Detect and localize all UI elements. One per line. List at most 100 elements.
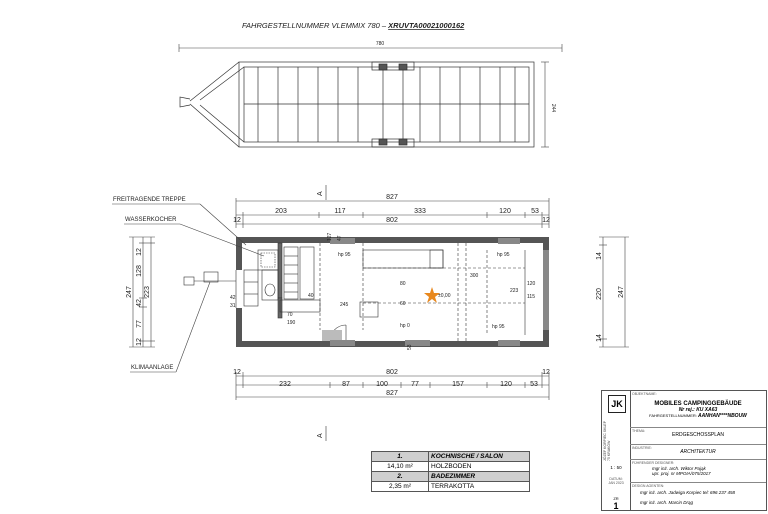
callout-leaders (112, 203, 265, 373)
project-caption: OBJEKTNAME: (632, 392, 657, 396)
label-kettle: WASSERKOCHER (125, 217, 177, 223)
plan-dim-223: 223 (510, 288, 519, 294)
designer-license: upr. proj. nr MPOIA/075/2017 (652, 471, 711, 476)
height-label-1: hp 95 (338, 252, 351, 258)
date-value: JAN 2023 (608, 481, 624, 485)
date-box: DATUM: JAN 2023 (602, 477, 630, 485)
section-marker-bottom: A (317, 426, 327, 441)
bottom-inner-dim: 802 (386, 369, 398, 376)
top-edge-right: 12 (542, 217, 550, 224)
left-dim-seg-5: 12 (136, 338, 143, 346)
plan-dim-42: 42 (230, 295, 236, 301)
bottom-dim-seg-1: 232 (279, 381, 291, 388)
project-owner-line: FAHRGESTELLNUMMER: AANHAN****NBOUW (630, 413, 766, 419)
svg-text:A: A (317, 191, 324, 196)
plan-dim-31: 31 (230, 303, 236, 309)
chassis-frame (179, 61, 535, 148)
left-total-dim: 247 (126, 286, 133, 298)
theme-section: THEMA: ERDGESCHOSSPLAN (630, 428, 766, 445)
sheet-number: 1 (613, 501, 619, 511)
title-block-sidebar: JK JÓZEF KORPIEC SKLEP 75 KRAKÓW 1 : 50 … (602, 391, 631, 511)
top-total-dim: 827 (386, 194, 398, 201)
plan-dim-190: 190 (287, 320, 296, 326)
plan-dim-70: 70 (287, 312, 293, 318)
height-label-2: hp 95 (497, 252, 510, 258)
legend-room-number: 1. (371, 451, 429, 462)
bottom-dim-seg-5: 157 (452, 381, 464, 388)
bottom-dim-seg-6: 120 (500, 381, 512, 388)
plan-dim-40: 40 (308, 293, 314, 299)
project-section: OBJEKTNAME: MOBILES CAMPINGGEBÄUDE Nr re… (630, 391, 766, 428)
plan-dim-80: 80 (400, 281, 406, 287)
right-dim-seg-2: 220 (596, 288, 603, 300)
chassis-title: FAHRGESTELLNUMMER VLEMMIX 780 – XRUVTA00… (242, 21, 465, 30)
team-caption: DESIGN AGENTEN: (632, 484, 665, 488)
legend-row: 2. BADEZIMMER (371, 471, 530, 482)
designer-name: mgr inż. arch. Wiktor Pająk (652, 466, 706, 471)
designer-section: FÜHRENDER DESIGNER: mgr inż. arch. Wikto… (630, 460, 766, 483)
legend-room-area: 14,10 m² (371, 461, 429, 472)
room-legend-table: 1. KOCHNISCHE / SALON 14,10 m² HOLZBODEN… (371, 451, 530, 492)
elevation-marker-icon (424, 287, 440, 303)
label-stair: FREITRAGENDE TREPPE (113, 197, 186, 203)
height-label-3: hp 95 (492, 324, 505, 330)
top-dim-seg-2: 117 (334, 208, 345, 215)
plan-dim-53: 53 (407, 344, 413, 350)
plan-dim-245: 245 (340, 302, 349, 308)
industry-section: INDUSTRIE: ARCHITEKTUR (630, 445, 766, 460)
bottom-dim-seg-3: 100 (376, 381, 388, 388)
left-dim-seg-1: 12 (136, 248, 143, 256)
legend-room-area: 2,35 m² (371, 481, 429, 492)
svg-text:A: A (317, 433, 324, 438)
legend-room-floor: HOLZBODEN (428, 461, 530, 472)
label-aircon: KLIMAANLAGE (131, 365, 173, 371)
bottom-total-dim: 827 (386, 390, 398, 397)
legend-row: 14,10 m² HOLZBODEN (371, 461, 530, 472)
bottom-edge-right: 12 (542, 369, 550, 376)
plan-dim-115: 115 (527, 294, 535, 300)
left-dim-seg-3: 42 (136, 299, 143, 307)
top-dim-seg-3: 333 (414, 208, 426, 215)
plan-dim-120: 120 (527, 281, 536, 287)
plan-dim-300: 300 (470, 273, 479, 279)
top-dim-seg-5: 53 (531, 208, 539, 215)
chassis-width-label: 244 (550, 104, 556, 113)
right-total-dim: 247 (618, 286, 625, 298)
industry-caption: INDUSTRIE: (632, 446, 652, 450)
bottom-dim-seg-4: 77 (411, 381, 419, 388)
plan-dim-47: 47 (337, 235, 343, 241)
chassis-length-label: 780 (376, 41, 385, 47)
left-dim-seg-4: 77 (136, 320, 143, 328)
project-owner: AANHAN****NBOUW (698, 413, 747, 419)
designer-caption: FÜHRENDER DESIGNER: (632, 461, 675, 465)
project-owner-prefix: FAHRGESTELLNUMMER: (649, 413, 697, 418)
left-mid-dim: 223 (144, 286, 151, 298)
company-address: JÓZEF KORPIEC SKLEP 75 KRAKÓW (603, 420, 611, 461)
team-member-2: mgr inż. arch. Marcin Drąg (640, 500, 694, 505)
bottom-dim-seg-7: 53 (530, 381, 538, 388)
project-title: MOBILES CAMPINGGEBÄUDE (654, 401, 742, 407)
bottom-edge-left: 12 (233, 369, 241, 376)
team-section: DESIGN AGENTEN: mgr inż. arch. Jadwiga K… (630, 483, 766, 514)
theme-value: ERDGESCHOSSPLAN (672, 432, 724, 438)
top-inner-dim: 802 (386, 217, 398, 224)
team-member-1: mgr inż. arch. Jadwiga Korpiec tel: 696 … (640, 490, 736, 495)
floor-plan-interior (183, 238, 549, 346)
company-logo: JK (608, 395, 626, 413)
top-dim-seg-4: 120 (499, 208, 511, 215)
left-dimension-lines (129, 236, 155, 348)
plan-dim-60: 60 (400, 301, 406, 307)
legend-room-name: BADEZIMMER (428, 471, 530, 482)
bottom-dimension-lines (235, 372, 550, 400)
scale-label: 1 : 50 (610, 465, 622, 470)
sheet-box: ZR 1 (602, 496, 630, 511)
top-dim-seg-1: 203 (275, 208, 287, 215)
industry-value: ARCHITEKTUR (680, 449, 716, 455)
top-edge-left: 12 (233, 217, 241, 224)
sheet-caption: ZR (613, 496, 619, 501)
legend-room-floor: TERRAKOTTA (428, 481, 530, 492)
left-dim-seg-2: 128 (136, 265, 143, 277)
elevation-label: ±0,00 (438, 293, 451, 299)
plan-dim-127: 127 (327, 232, 333, 241)
